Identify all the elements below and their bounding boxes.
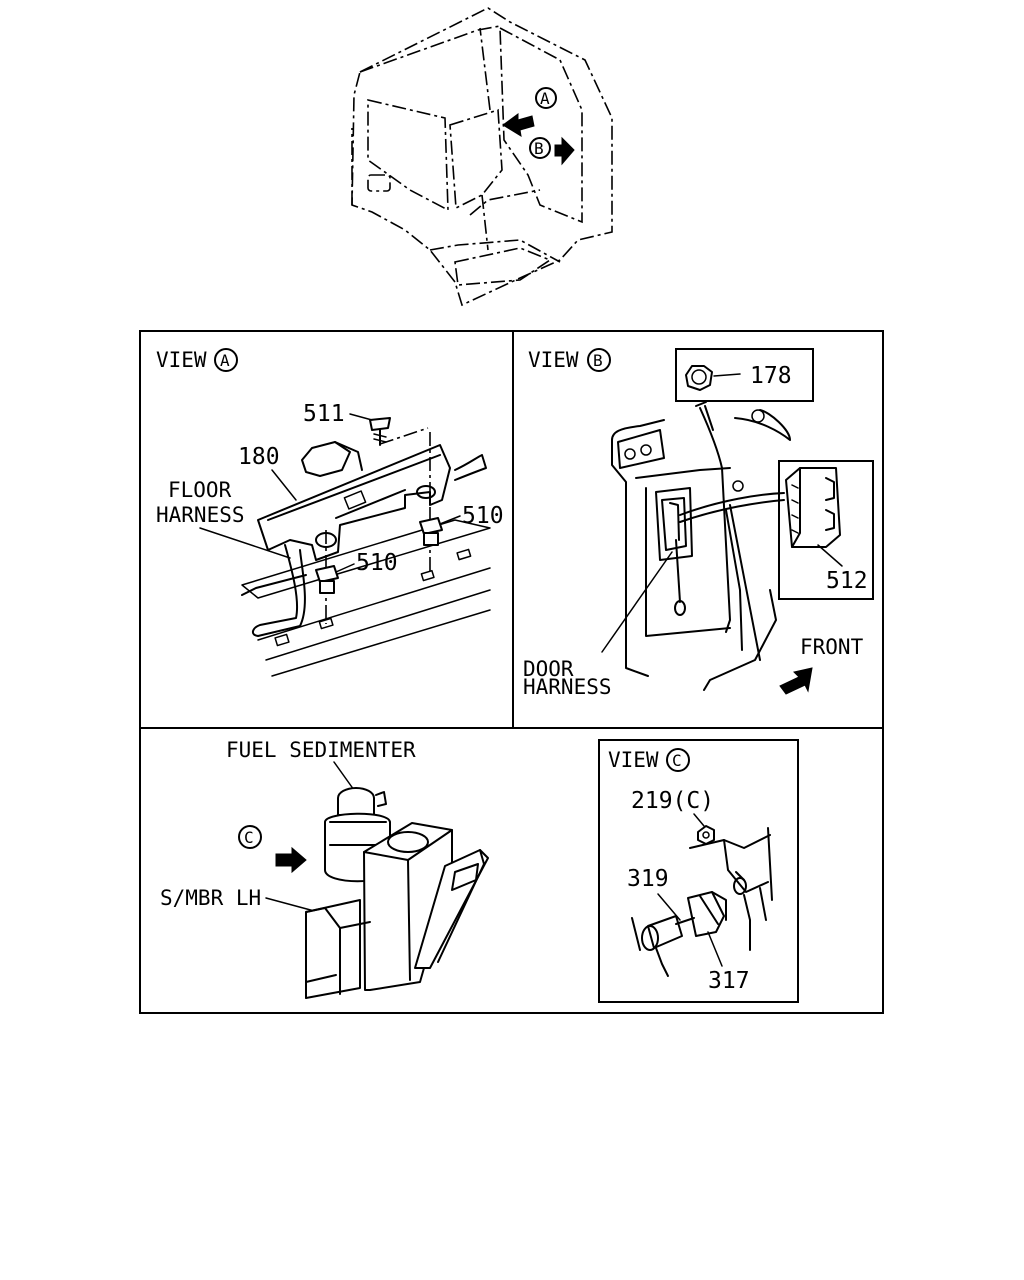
label-219c: 219(C): [631, 788, 714, 814]
fuel-sedimenter-panel: FUEL SEDIMENTER C S/MBR LH: [160, 738, 489, 999]
label-fuel-sedimenter: FUEL SEDIMENTER: [226, 738, 416, 762]
label-door-harness-1: DOOR: [523, 657, 574, 681]
view-a-panel: VIEW A: [156, 348, 504, 677]
label-512: 512: [826, 568, 868, 594]
label-511: 511: [303, 401, 345, 427]
view-c-circle: [666, 748, 690, 772]
view-c-panel: VIEW C 219(C) 319 317: [598, 739, 799, 1003]
label-door-harness-2: HARNESS: [523, 675, 612, 699]
view-b-letter: B: [593, 351, 603, 370]
view-a-title: VIEW: [156, 348, 207, 372]
overview-arrow-b: B: [529, 136, 575, 166]
overview-letter-b: B: [534, 139, 544, 158]
view-c-title: VIEW: [608, 748, 659, 772]
panels-frame: [139, 330, 884, 1014]
overview-letter-a: A: [540, 89, 550, 108]
front-arrow: [779, 667, 813, 695]
view-c-arrow: [275, 846, 307, 874]
label-floor-harness-1: FLOOR: [168, 478, 232, 502]
label-510-left: 510: [356, 550, 398, 576]
view-c-frame: [598, 739, 799, 1003]
inset-178: [675, 348, 814, 402]
inset-512: [778, 460, 874, 600]
label-510-right: 510: [462, 503, 504, 529]
view-c-letter: C: [672, 751, 682, 770]
view-c-marker-letter: C: [244, 828, 254, 847]
overview-arrow-a: A: [502, 87, 557, 137]
label-317: 317: [708, 968, 750, 994]
label-front: FRONT: [800, 635, 864, 659]
label-180: 180: [238, 444, 280, 470]
view-a-letter: A: [220, 351, 230, 370]
view-b-panel: VIEW B 178 512: [523, 348, 874, 699]
view-a-circle: [214, 348, 238, 372]
label-319: 319: [627, 866, 669, 892]
view-b-title: VIEW: [528, 348, 579, 372]
label-smbr-lh: S/MBR LH: [160, 886, 261, 910]
label-floor-harness-2: HARNESS: [156, 503, 245, 527]
label-178: 178: [750, 363, 792, 389]
cab-overview-drawing: [351, 7, 613, 307]
view-b-circle: [587, 348, 611, 372]
